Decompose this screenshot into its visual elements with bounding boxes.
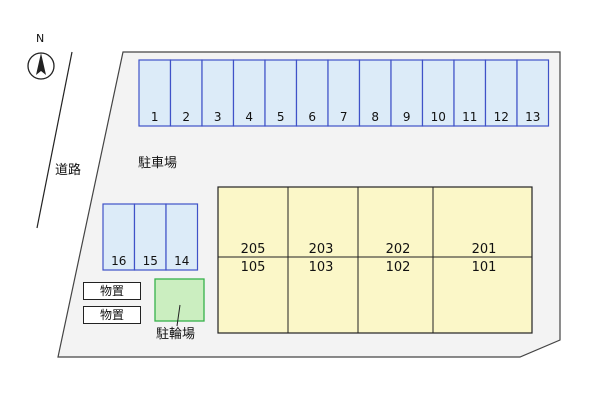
parking-slot: [516, 59, 550, 127]
parking-slot: [358, 59, 392, 127]
parking-slot-number: 7: [339, 110, 348, 124]
parking-slot-number: 14: [174, 254, 190, 268]
compass-label: N: [36, 32, 45, 45]
unit-upper-number: 203: [308, 242, 334, 257]
parking-slot-number: 3: [213, 110, 222, 124]
road-label: 道路: [55, 163, 82, 178]
unit-lower-number: 105: [240, 260, 266, 275]
parking-slot-number: 8: [371, 110, 380, 124]
parking-slot-number: 10: [430, 110, 446, 124]
parking-slot: [201, 59, 235, 127]
unit-upper-number: 202: [385, 242, 411, 257]
bicycle-parking-label: 駐輪場: [156, 327, 196, 342]
unit-lower-number: 103: [308, 260, 334, 275]
parking-slot: [421, 59, 455, 127]
parking-slot: [327, 59, 361, 127]
parking-row-top: [138, 59, 550, 127]
unit-lower-number: 101: [471, 260, 497, 275]
parking-slot-number: 13: [525, 110, 541, 124]
parking-slot-number: 1: [150, 110, 159, 124]
parking-slot-number: 16: [111, 254, 127, 268]
parking-slot: [295, 59, 329, 127]
parking-slot: [102, 203, 136, 271]
parking-slot: [484, 59, 518, 127]
parking-slot-number: 15: [142, 254, 158, 268]
parking-slot-number: 6: [308, 110, 317, 124]
parking-slot: [133, 203, 167, 271]
parking-slot-number: 2: [182, 110, 191, 124]
parking-slot-number: 9: [402, 110, 411, 124]
road-edge-line: [36, 51, 73, 229]
parking-slot: [169, 59, 203, 127]
parking-label: 駐車場: [138, 156, 178, 171]
unit-lower-number: 102: [385, 260, 411, 275]
parking-slot-number: 11: [462, 110, 478, 124]
unit-upper-number: 205: [240, 242, 266, 257]
apartment-building: [217, 186, 533, 334]
parking-slot-number: 4: [245, 110, 254, 124]
bicycle-parking: [154, 278, 205, 327]
parking-slot-number: 5: [276, 110, 285, 124]
parking-slot: [453, 59, 487, 127]
north-arrow-icon: [27, 52, 55, 80]
storage-shed: 物置: [83, 306, 141, 324]
parking-slot-number: 12: [493, 110, 509, 124]
unit-upper-number: 201: [471, 242, 497, 257]
parking-slot: [232, 59, 266, 127]
parking-block-left: [102, 203, 199, 271]
parking-slot: [165, 203, 199, 271]
storage-shed: 物置: [83, 282, 141, 300]
parking-slot: [264, 59, 298, 127]
